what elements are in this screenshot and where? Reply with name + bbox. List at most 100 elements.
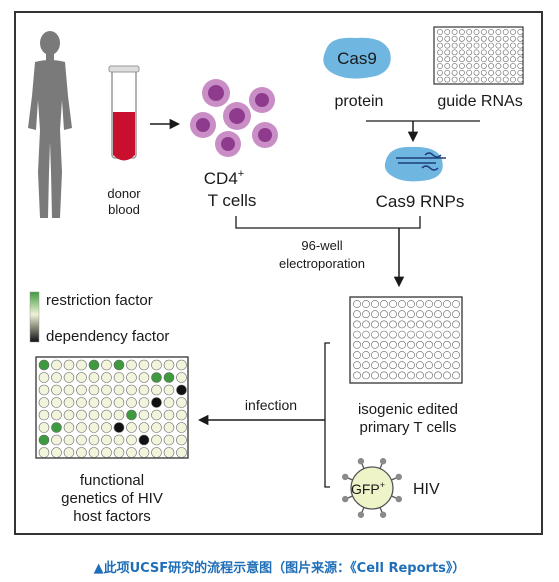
isogenic-label: isogenic edited	[358, 401, 458, 418]
well	[151, 447, 162, 458]
well	[473, 49, 480, 56]
well	[38, 397, 50, 408]
virus-spike-tip	[342, 473, 349, 481]
well	[416, 300, 424, 308]
well	[51, 372, 62, 383]
well	[517, 42, 524, 49]
well	[398, 351, 406, 359]
well	[38, 384, 50, 396]
well	[163, 422, 175, 433]
well	[151, 422, 162, 433]
well	[126, 359, 137, 371]
well	[444, 63, 451, 69]
well	[353, 361, 361, 370]
well	[76, 397, 87, 408]
well	[452, 320, 460, 329]
well	[353, 320, 361, 329]
well	[88, 397, 100, 408]
well	[380, 340, 388, 349]
well	[101, 384, 112, 396]
well	[443, 300, 451, 308]
t-cell	[202, 79, 230, 107]
well	[416, 351, 424, 359]
well	[425, 330, 433, 339]
well	[473, 42, 480, 49]
well	[76, 372, 87, 383]
well	[176, 409, 187, 421]
well	[495, 42, 502, 49]
well	[495, 56, 502, 63]
well	[113, 372, 125, 383]
well	[138, 359, 150, 371]
well	[88, 359, 100, 371]
well	[380, 300, 388, 308]
well	[113, 359, 125, 371]
edited-cells-plate-icon	[349, 296, 463, 384]
virus-spike-tip	[342, 495, 349, 503]
well	[466, 35, 473, 42]
well	[362, 340, 370, 349]
well	[434, 351, 442, 359]
hiv-label: HIV	[413, 481, 440, 498]
well	[466, 49, 473, 56]
well	[353, 330, 361, 339]
legend-dependency-label: dependency factor	[46, 328, 169, 345]
well	[425, 351, 433, 359]
well	[452, 351, 460, 359]
well	[458, 29, 465, 35]
well	[425, 361, 433, 370]
well	[473, 69, 480, 76]
well	[176, 434, 187, 446]
well	[398, 320, 406, 329]
well	[176, 384, 187, 396]
well	[502, 76, 509, 83]
well	[444, 56, 451, 63]
well	[458, 35, 465, 42]
well	[466, 69, 473, 76]
well	[451, 35, 458, 42]
well	[495, 49, 502, 56]
well	[138, 384, 150, 396]
well	[63, 409, 75, 421]
well	[163, 397, 175, 408]
well	[51, 447, 62, 458]
well	[389, 351, 397, 359]
well	[353, 300, 361, 308]
well	[437, 49, 443, 56]
well	[517, 56, 524, 63]
well	[389, 361, 397, 370]
well	[437, 69, 443, 76]
well	[371, 310, 379, 319]
well	[437, 42, 443, 49]
well	[473, 76, 480, 83]
well	[416, 320, 424, 329]
well	[176, 372, 187, 383]
well	[407, 361, 415, 370]
well	[434, 371, 442, 380]
legend-gradient-bar	[29, 291, 40, 343]
well	[371, 320, 379, 329]
well	[88, 384, 100, 396]
well	[362, 300, 370, 308]
electroporation-connector	[235, 216, 421, 229]
well	[502, 35, 509, 42]
well	[458, 63, 465, 69]
human-figure-icon	[28, 31, 72, 218]
well	[510, 63, 516, 69]
well	[437, 63, 443, 69]
well	[488, 56, 494, 63]
well	[389, 371, 397, 380]
well	[443, 351, 451, 359]
well	[517, 69, 524, 76]
well	[517, 35, 524, 42]
well	[488, 76, 494, 83]
well	[63, 359, 75, 371]
well	[466, 63, 473, 69]
well	[126, 434, 137, 446]
well	[425, 310, 433, 319]
well	[480, 69, 487, 76]
well	[380, 320, 388, 329]
well	[51, 409, 62, 421]
well	[443, 330, 451, 339]
well	[407, 320, 415, 329]
